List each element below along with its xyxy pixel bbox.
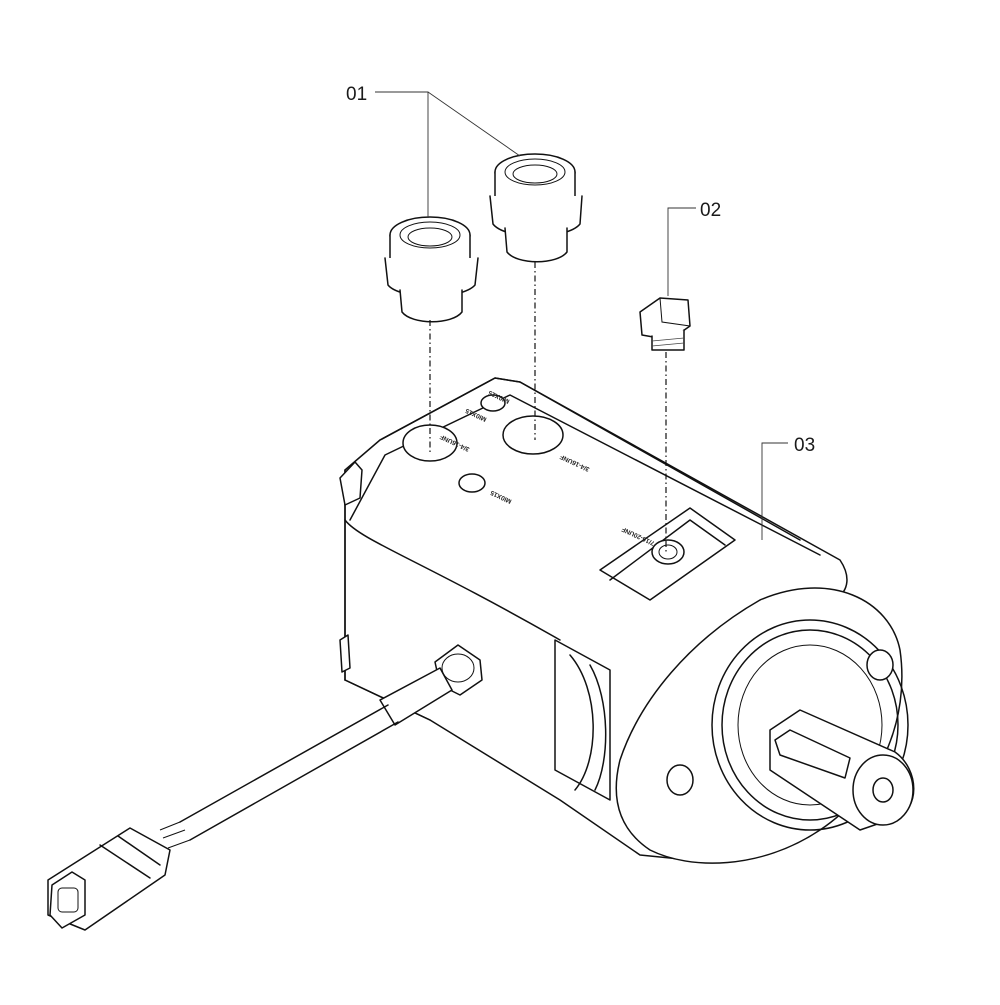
callout-label-01: 01 <box>346 84 367 105</box>
callout-leaders <box>375 91 788 540</box>
port-fitting-right <box>489 153 583 263</box>
callout-label-03: 03 <box>794 435 815 456</box>
hydraulic-motor-body <box>339 377 915 864</box>
speed-sensor-cable-assembly <box>47 644 483 931</box>
port-fitting-left <box>384 216 479 323</box>
callout-label-02: 02 <box>700 200 721 221</box>
assembly-centerlines <box>429 262 667 552</box>
drain-plug <box>639 297 691 351</box>
